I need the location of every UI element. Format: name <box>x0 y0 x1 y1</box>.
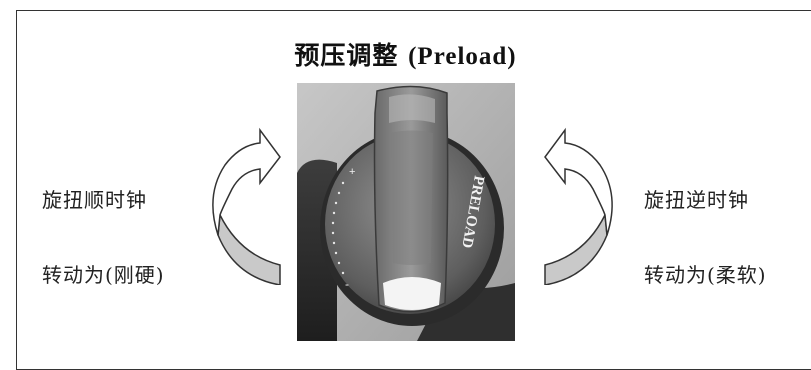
title-zh: 预压调整 <box>294 41 399 70</box>
page-title: 预压调整 (Preload) <box>0 36 811 72</box>
left-caption-line1: 旋扭顺时钟 <box>42 188 147 212</box>
minus-label: - <box>345 277 349 291</box>
right-caption-line1: 旋扭逆时钟 <box>644 188 749 212</box>
left-caption-line2: 转动为(刚硬) <box>42 263 165 287</box>
title-en: (Preload) <box>408 43 517 70</box>
plus-label: + <box>349 166 355 178</box>
clockwise-arrow-icon <box>212 127 281 285</box>
preload-knob-photo: + - PRELOAD <box>297 83 515 341</box>
right-caption-line2: 转动为(柔软) <box>644 263 767 287</box>
counterclockwise-arrow-icon <box>544 127 613 285</box>
